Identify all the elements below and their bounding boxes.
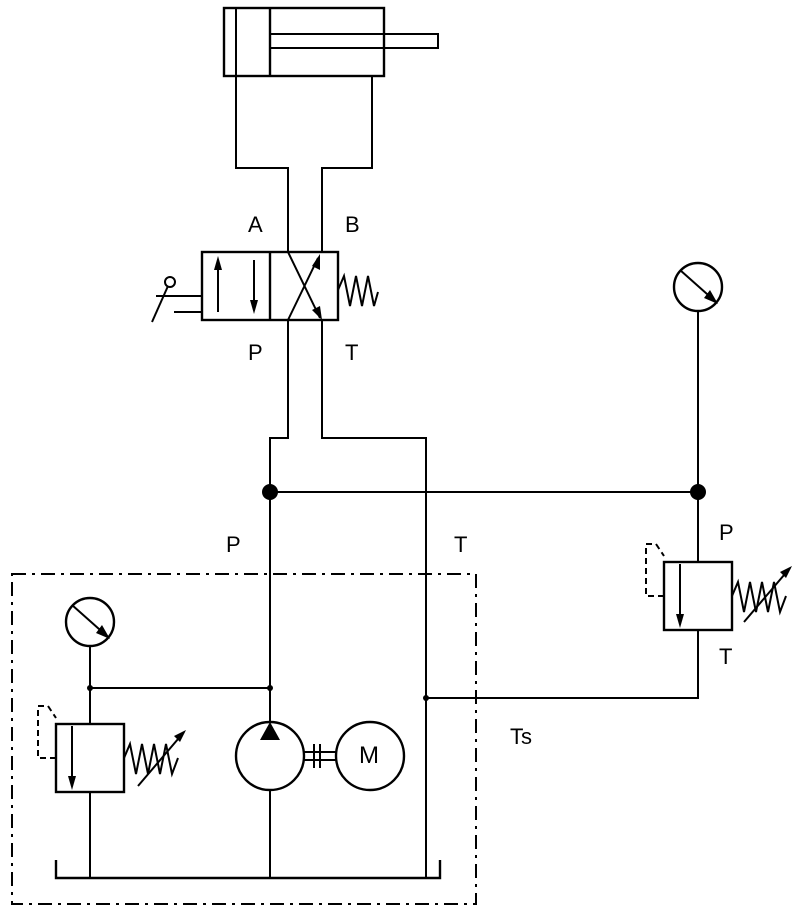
relief-valve-left xyxy=(37,705,186,794)
relief-valve-body xyxy=(54,722,126,794)
valve-cross-arrow-2 xyxy=(287,257,319,321)
junction-dot xyxy=(267,685,273,691)
junction-dot xyxy=(423,695,429,701)
relief-label-t: T xyxy=(719,644,733,669)
port-label-a: A xyxy=(248,212,263,237)
relief-label-p: P xyxy=(719,520,734,545)
adjustable-spring xyxy=(123,740,179,778)
line-cylinder-a xyxy=(235,76,289,252)
adjustable-spring xyxy=(731,578,787,616)
reservoir-tank xyxy=(54,860,442,880)
pump-triangle xyxy=(260,722,280,740)
tank-return-label: Ts xyxy=(510,724,532,749)
valve-spring xyxy=(337,272,379,307)
line-cylinder-b xyxy=(321,76,373,252)
line-valve-p xyxy=(269,320,289,490)
hydraulic-pump xyxy=(234,720,306,792)
port-label-b: B xyxy=(345,212,360,237)
port-label-t: T xyxy=(345,340,359,365)
cylinder-rod xyxy=(269,33,439,49)
line-relief-return xyxy=(426,630,699,699)
valve-lever-knob xyxy=(164,276,176,288)
gauge-left xyxy=(64,596,116,648)
supply-label-t: T xyxy=(454,532,468,557)
supply-label-p: P xyxy=(226,532,241,557)
relief-valve-body xyxy=(662,560,734,632)
gauge-right xyxy=(672,261,724,313)
shaft-coupling xyxy=(304,744,336,768)
port-label-p: P xyxy=(248,340,263,365)
directional-valve-4-2 xyxy=(151,250,379,323)
valve-lever-handle xyxy=(151,285,169,323)
motor-label: M xyxy=(359,742,379,769)
cylinder-barrel xyxy=(222,6,386,78)
pilot-line xyxy=(645,543,665,597)
line-valve-t xyxy=(321,320,427,878)
double-acting-cylinder xyxy=(222,6,439,78)
relief-valve-right xyxy=(645,543,792,632)
electric-motor xyxy=(334,720,406,792)
pilot-line xyxy=(37,705,57,759)
power-unit-boundary xyxy=(11,573,477,905)
